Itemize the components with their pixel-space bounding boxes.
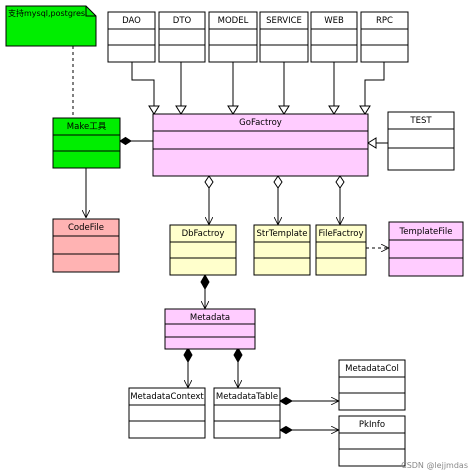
class-metadata-box	[164, 308, 256, 350]
class-dto-box	[158, 11, 206, 63]
class-pkinfo-box	[338, 415, 406, 467]
table-pkinfo-diamond	[279, 425, 293, 435]
class-strtemplate: StrTemplate	[253, 224, 311, 276]
class-model-box	[208, 11, 258, 63]
dbfactory-aggregation-diamond	[204, 175, 214, 189]
class-templatefile-name: TemplateFile	[398, 227, 452, 237]
model-generalization-head	[227, 105, 239, 115]
class-metadatacol-name: MetadataCol	[345, 364, 399, 374]
class-gofactory: GoFactroy	[152, 113, 369, 177]
class-templatefile: TemplateFile	[388, 221, 464, 277]
class-pkinfo: PkInfo	[338, 415, 406, 467]
class-service-name: SERVICE	[266, 16, 302, 26]
class-model: MODEL	[208, 11, 258, 63]
class-make: Make工具	[52, 117, 121, 169]
class-dao: DAO	[107, 11, 156, 63]
strtemplate-aggregation-diamond	[273, 175, 283, 189]
dbfactory-metadata-diamond	[200, 273, 210, 291]
class-metadatacontext-box	[128, 387, 206, 439]
rpc-generalization	[364, 62, 385, 106]
class-web: WEB	[310, 11, 358, 63]
class-make-box	[52, 117, 121, 169]
class-test: TEST	[387, 111, 455, 171]
note-fold	[85, 6, 96, 17]
class-codefile: CodeFile	[52, 218, 120, 273]
dto-generalization-head	[175, 105, 187, 115]
note-shape	[5, 5, 97, 47]
class-gofactory-box	[152, 113, 369, 177]
class-rpc-name: RPC	[376, 16, 393, 26]
class-test-name: TEST	[409, 116, 432, 126]
filefactory-aggregation-diamond	[335, 175, 345, 189]
class-metadatatable-box	[213, 387, 281, 439]
class-metadatacol-box	[338, 359, 406, 411]
class-strtemplate-box	[253, 224, 311, 276]
class-gofactory-name: GoFactroy	[239, 118, 282, 128]
table-col-diamond	[279, 396, 293, 406]
class-dao-box	[107, 11, 156, 63]
make-composition-diamond	[119, 136, 132, 146]
watermark: CSDN @lejjmdas	[401, 461, 468, 470]
class-filefactory-box	[315, 224, 367, 276]
metadata-table-diamond	[233, 346, 243, 364]
class-metadatatable: MetadataTable	[213, 387, 281, 439]
class-dbfactory-name: DbFactroy	[182, 229, 225, 239]
class-service: SERVICE	[259, 11, 309, 63]
class-dbfactory-box	[169, 224, 237, 276]
class-strtemplate-name: StrTemplate	[256, 229, 307, 239]
class-metadatacontext-name: MetadataContext	[130, 392, 204, 402]
class-metadata: Metadata	[164, 308, 256, 350]
note-text: 支持mysql,postgres	[8, 8, 85, 18]
class-dbfactory: DbFactroy	[169, 224, 237, 276]
metadata-context-diamond	[183, 346, 193, 364]
class-dto: DTO	[158, 11, 206, 63]
test-generalization-head	[367, 137, 377, 149]
connectors	[72, 46, 388, 435]
class-service-box	[259, 11, 309, 63]
class-rpc-box	[360, 11, 409, 63]
class-model-name: MODEL	[218, 16, 249, 26]
rpc-generalization-head	[359, 105, 371, 115]
class-web-name: WEB	[324, 16, 344, 26]
service-generalization-head	[278, 105, 290, 115]
dao-generalization-head	[148, 105, 160, 115]
class-metadatacontext: MetadataContext	[128, 387, 206, 439]
web-generalization-head	[328, 105, 340, 115]
class-dao-name: DAO	[122, 16, 141, 26]
class-dto-name: DTO	[173, 16, 192, 26]
class-rpc: RPC	[360, 11, 409, 63]
note-mysql-postgres: 支持mysql,postgres	[5, 5, 97, 47]
class-templatefile-box	[388, 221, 464, 277]
class-metadata-name: Metadata	[190, 313, 230, 323]
class-codefile-name: CodeFile	[68, 223, 104, 233]
class-filefactory: FileFactroy	[315, 224, 367, 276]
class-codefile-box	[52, 218, 120, 273]
class-test-box	[387, 111, 455, 171]
class-metadatatable-name: MetadataTable	[216, 392, 278, 402]
class-pkinfo-name: PkInfo	[359, 420, 385, 430]
class-filefactory-name: FileFactroy	[318, 229, 363, 239]
class-web-box	[310, 11, 358, 63]
class-make-name: Make工具	[67, 122, 107, 132]
class-metadatacol: MetadataCol	[338, 359, 406, 411]
dao-generalization	[131, 62, 155, 106]
